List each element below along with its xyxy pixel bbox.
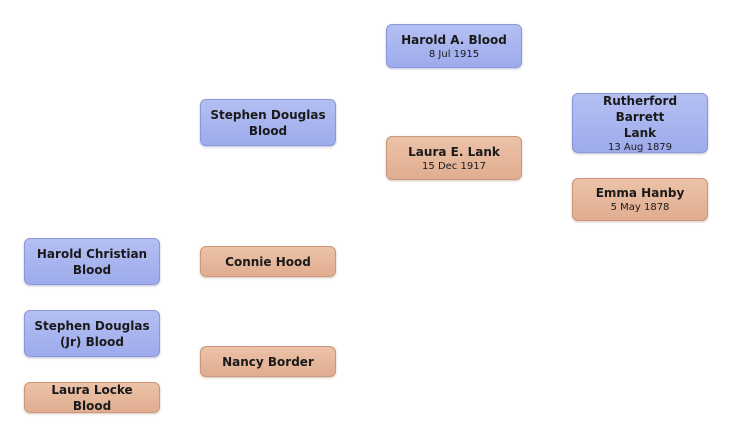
person-name: Rutherford Barrett Lank: [602, 93, 678, 140]
person-name: Harold Christian Blood: [36, 246, 148, 277]
person-card-connie-hood[interactable]: Connie Hood: [200, 246, 336, 277]
person-card-nancy-border[interactable]: Nancy Border: [200, 346, 336, 377]
person-card-emma-hanby[interactable]: Emma Hanby 5 May 1878: [572, 178, 708, 221]
person-card-stephen-douglas-blood[interactable]: Stephen Douglas Blood: [200, 99, 336, 146]
person-name: Harold A. Blood: [401, 32, 507, 47]
person-date: 15 Dec 1917: [422, 160, 486, 172]
person-name: Emma Hanby: [595, 186, 685, 200]
person-date: 5 May 1878: [610, 202, 670, 213]
person-card-laura-locke-blood[interactable]: Laura Locke Blood: [24, 382, 160, 413]
person-date: 13 Aug 1879: [607, 141, 673, 153]
person-name: Stephen Douglas (Jr) Blood: [34, 318, 150, 349]
person-card-rutherford-barrett-lank[interactable]: Rutherford Barrett Lank 13 Aug 1879: [572, 93, 708, 153]
person-name: Connie Hood: [225, 254, 311, 269]
person-name: Nancy Border: [222, 354, 314, 369]
person-card-harold-christian-blood[interactable]: Harold Christian Blood: [24, 238, 160, 285]
person-name: Stephen Douglas Blood: [210, 107, 326, 138]
person-card-harold-a-blood[interactable]: Harold A. Blood 8 Jul 1915: [386, 24, 522, 68]
person-name: Laura E. Lank: [408, 144, 500, 159]
person-card-laura-e-lank[interactable]: Laura E. Lank 15 Dec 1917: [386, 136, 522, 180]
person-name: Laura Locke Blood: [51, 382, 133, 413]
person-date: 8 Jul 1915: [428, 48, 480, 60]
person-card-stephen-douglas-jr-blood[interactable]: Stephen Douglas (Jr) Blood: [24, 310, 160, 357]
